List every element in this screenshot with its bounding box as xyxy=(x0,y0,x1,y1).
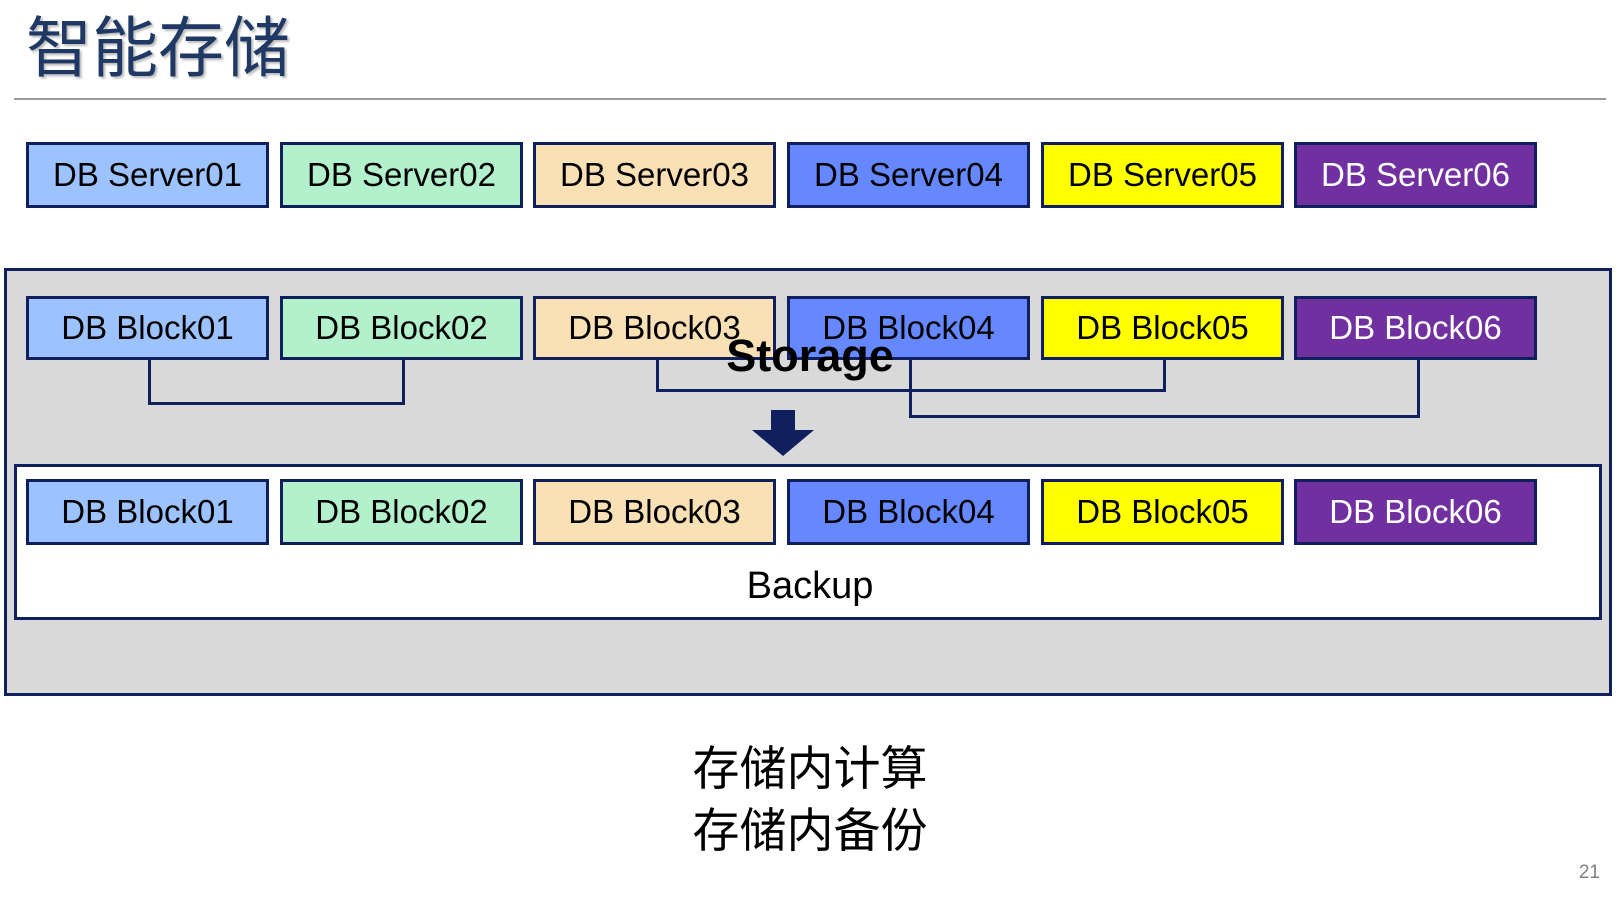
page-title: 智能存储 xyxy=(26,11,290,85)
db-server-box[interactable]: DB Server01 xyxy=(26,142,269,208)
connector-horizontal xyxy=(148,402,405,405)
page-number: 21 xyxy=(1578,862,1600,883)
connector-vertical xyxy=(1163,360,1166,389)
db-block-box[interactable]: DB Block03 xyxy=(533,296,776,360)
db-server-box[interactable]: DB Server06 xyxy=(1294,142,1537,208)
connector-vertical xyxy=(656,360,659,389)
db-block-box[interactable]: DB Block01 xyxy=(26,296,269,360)
db-block-box[interactable]: DB Block01 xyxy=(26,479,269,545)
title-divider xyxy=(14,98,1606,100)
db-server-box[interactable]: DB Server04 xyxy=(787,142,1030,208)
db-block-box[interactable]: DB Block06 xyxy=(1294,479,1537,545)
caption-text: 存储内计算 存储内备份 xyxy=(0,738,1620,862)
db-block-box[interactable]: DB Block03 xyxy=(533,479,776,545)
connector-vertical xyxy=(909,360,912,415)
db-server-box[interactable]: DB Server03 xyxy=(533,142,776,208)
arrow-head xyxy=(752,430,814,456)
db-block-box[interactable]: DB Block04 xyxy=(787,296,1030,360)
connector-vertical xyxy=(148,360,151,402)
down-arrow-icon xyxy=(752,410,814,456)
connector-horizontal xyxy=(909,415,1420,418)
db-block-box[interactable]: DB Block05 xyxy=(1041,296,1284,360)
arrow-shaft xyxy=(771,410,795,432)
db-block-box[interactable]: DB Block05 xyxy=(1041,479,1284,545)
backup-label: Backup xyxy=(746,565,874,607)
db-block-box[interactable]: DB Block02 xyxy=(280,479,523,545)
db-block-box[interactable]: DB Block06 xyxy=(1294,296,1537,360)
db-server-box[interactable]: DB Server05 xyxy=(1041,142,1284,208)
connector-vertical xyxy=(1417,360,1420,415)
db-block-box[interactable]: DB Block02 xyxy=(280,296,523,360)
db-block-box[interactable]: DB Block04 xyxy=(787,479,1030,545)
connector-vertical xyxy=(402,360,405,402)
db-server-box[interactable]: DB Server02 xyxy=(280,142,523,208)
storage-label: Storage xyxy=(726,330,894,381)
caption-line-2: 存储内备份 xyxy=(692,804,928,857)
caption-line-1: 存储内计算 xyxy=(692,742,928,795)
